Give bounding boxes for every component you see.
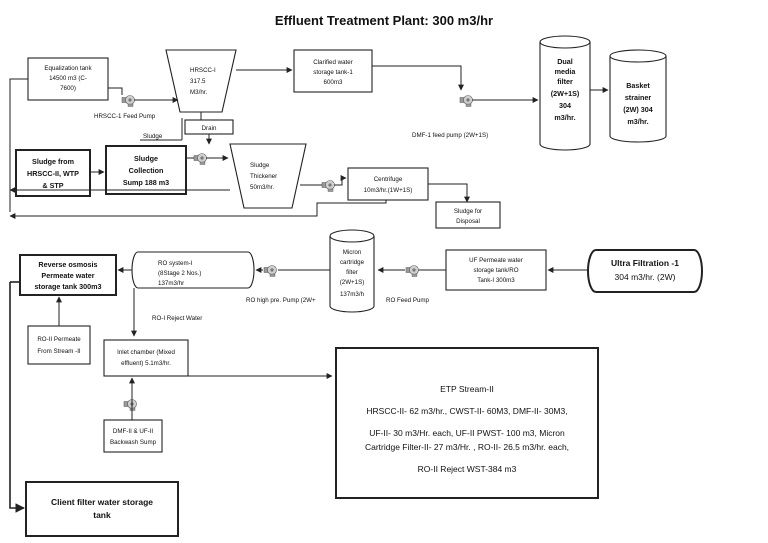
etp-stream-2-box: ETP Stream-II HRSCC-II- 62 m3/hr., CWST-… [335,347,599,499]
svg-text:cartridge: cartridge [340,259,365,266]
svg-text:tank: tank [93,510,111,520]
basket-strainer: Basket strainer (2W) 304 m3/hr. [609,49,667,143]
svg-text:strainer: strainer [625,93,652,102]
svg-text:Collection: Collection [129,166,164,175]
svg-text:Clarified water: Clarified water [313,59,353,66]
dmf2-pump-icon [123,399,137,411]
svg-text:Permeate water: Permeate water [41,271,94,280]
svg-text:(8Stage 2 Nos.): (8Stage 2 Nos.) [158,270,201,277]
sludge-disposal-box: Sludge for Disposal [435,201,501,229]
svg-text:14500 m3 (C-: 14500 m3 (C- [49,75,87,82]
uf-permeate-tank: UF Permeate water storage tank/RO Tank-I… [445,249,547,291]
svg-text:Cartridge Filter-II- 27 m3/Hr.: Cartridge Filter-II- 27 m3/Hr. , RO-II- … [365,442,569,452]
svg-text:RO-II Reject WST-384 m3: RO-II Reject WST-384 m3 [418,464,517,474]
svg-text:m3/hr.: m3/hr. [627,117,648,126]
svg-text:effluent) 5.1m3/hr.: effluent) 5.1m3/hr. [121,360,171,367]
dmf1-feed-pump-label: DMF-1 feed pump (2W+1S) [412,132,488,139]
svg-text:storage tank 300m3: storage tank 300m3 [34,282,101,291]
svg-text:HRSCC-II- 62 m3/hr., CWST-II-: HRSCC-II- 62 m3/hr., CWST-II- 60M3, DMF-… [366,406,567,416]
ro-high-pressure-pump-icon [263,265,277,277]
svg-text:304: 304 [559,101,571,110]
centrifuge-pump-icon [321,180,335,192]
drain-box: Drain [184,119,234,135]
svg-text:media: media [555,67,577,76]
svg-text:Sludge for: Sludge for [454,208,482,215]
ro1-reject-label: RO-I Reject Water [152,315,202,322]
svg-text:10m3/hr.(1W+1S): 10m3/hr.(1W+1S) [364,187,413,194]
svg-text:Ultra Filtration -1: Ultra Filtration -1 [611,258,679,268]
ultra-filtration-1: Ultra Filtration -1 304 m3/hr. (2W) [587,249,703,293]
svg-text:137m3/hr: 137m3/hr [158,280,184,287]
svg-text:Equalization tank: Equalization tank [44,65,92,72]
svg-text:Centrifuge: Centrifuge [374,176,403,183]
svg-text:DMF-II & UF-II: DMF-II & UF-II [113,428,153,435]
svg-text:137m3/h: 137m3/h [340,291,365,298]
svg-text:Tank-I 300m3: Tank-I 300m3 [477,277,515,284]
svg-text:600m3: 600m3 [324,79,343,86]
svg-text:Micron: Micron [343,249,362,256]
sludge-thickener: Sludge Thickener 50m3/hr. [229,143,307,209]
svg-text:317.5: 317.5 [190,78,206,85]
svg-text:filter: filter [346,269,358,276]
centrifuge: Centrifuge 10m3/hr.(1W+1S) [347,167,429,201]
clarified-water-tank: Clarified water storage tank-1 600m3 [293,49,373,93]
svg-text:m3/hr.: m3/hr. [554,113,575,122]
sludge-from-box: Sludge from HRSCC-II, WTP & STP [15,149,91,197]
svg-text:Disposal: Disposal [456,218,480,225]
svg-text:& STP: & STP [42,181,63,190]
svg-text:ETP Stream-II: ETP Stream-II [440,384,494,394]
hrscc1-feed-pump-icon [121,95,135,107]
svg-text:Backwash Sump: Backwash Sump [110,439,157,446]
svg-text:Sump 188 m3: Sump 188 m3 [123,178,169,187]
svg-text:Drain: Drain [202,125,217,132]
svg-text:Sludge: Sludge [250,162,270,169]
hrscc1-clarifier: HRSCC-I 317.5 M3/hr. [165,49,237,113]
svg-text:RO system-I: RO system-I [158,260,193,267]
svg-text:Dual: Dual [557,57,573,66]
svg-text:Reverse osmosis: Reverse osmosis [38,260,97,269]
svg-text:storage tank-1: storage tank-1 [313,69,353,76]
dmf1-feed-pump-icon [459,95,473,107]
svg-text:UF-II- 30 m3/Hr. each, UF-II P: UF-II- 30 m3/Hr. each, UF-II PWST- 100 m… [369,428,565,438]
svg-text:Sludge from: Sludge from [32,157,74,166]
svg-text:UF Permeate water: UF Permeate water [469,257,523,264]
svg-text:(2W+1S): (2W+1S) [340,279,365,286]
ro-high-pressure-pump-label: RO high pre. Pump (2W+ [246,297,316,304]
sludge-pump-icon [193,153,207,165]
dmf2-uf2-backwash-sump: DMF-II & UF-II Backwash Sump [103,419,163,453]
ro-feed-pump-label: RO Feed Pump [386,297,430,304]
svg-text:Inlet chamber (Mixed: Inlet chamber (Mixed [117,349,175,356]
svg-text:Client filter water storage: Client filter water storage [51,497,153,507]
ro-system-1: RO system-I (8Stage 2 Nos.) 137m3/hr [131,251,255,289]
svg-text:M3/hr.: M3/hr. [190,89,207,96]
svg-text:RO-II Permeate: RO-II Permeate [37,336,81,343]
micron-cartridge-filter: Micron cartridge filter (2W+1S) 137m3/h [329,229,375,313]
sludge-collection-sump: Sludge Collection Sump 188 m3 [105,145,187,195]
dual-media-filter: Dual media filter (2W+1S) 304 m3/hr. [539,35,591,151]
svg-text:HRSCC-II, WTP: HRSCC-II, WTP [27,169,79,178]
svg-text:Sludge: Sludge [134,154,158,163]
svg-text:50m3/hr.: 50m3/hr. [250,184,274,191]
inlet-chamber: Inlet chamber (Mixed effluent) 5.1m3/hr. [103,339,189,377]
hrscc1-feed-pump-label: HRSCC-1 Feed Pump [94,113,156,120]
svg-text:filter: filter [557,77,573,86]
svg-text:Basket: Basket [626,81,650,90]
svg-text:7600): 7600) [60,85,76,92]
page-title: Effluent Treatment Plant: 300 m3/hr [275,13,493,28]
sludge-line-label: Sludge [143,133,163,140]
svg-text:(2W) 304: (2W) 304 [623,105,653,114]
svg-text:(2W+1S): (2W+1S) [551,89,580,98]
svg-text:Thickener: Thickener [250,173,277,180]
client-filter-water-tank: Client filter water storage tank [25,481,179,537]
equalization-tank: Equalization tank 14500 m3 (C- 7600) [27,57,109,101]
svg-text:HRSCC-I: HRSCC-I [190,67,216,74]
ro-feed-pump-icon [405,265,419,277]
svg-text:304 m3/hr. (2W): 304 m3/hr. (2W) [615,272,676,282]
svg-text:storage tank/RO: storage tank/RO [473,267,518,274]
svg-text:From Stream -II: From Stream -II [37,348,81,355]
ro-permeate-tank: Reverse osmosis Permeate water storage t… [19,254,117,296]
ro2-permeate-box: RO-II Permeate From Stream -II [27,325,91,365]
